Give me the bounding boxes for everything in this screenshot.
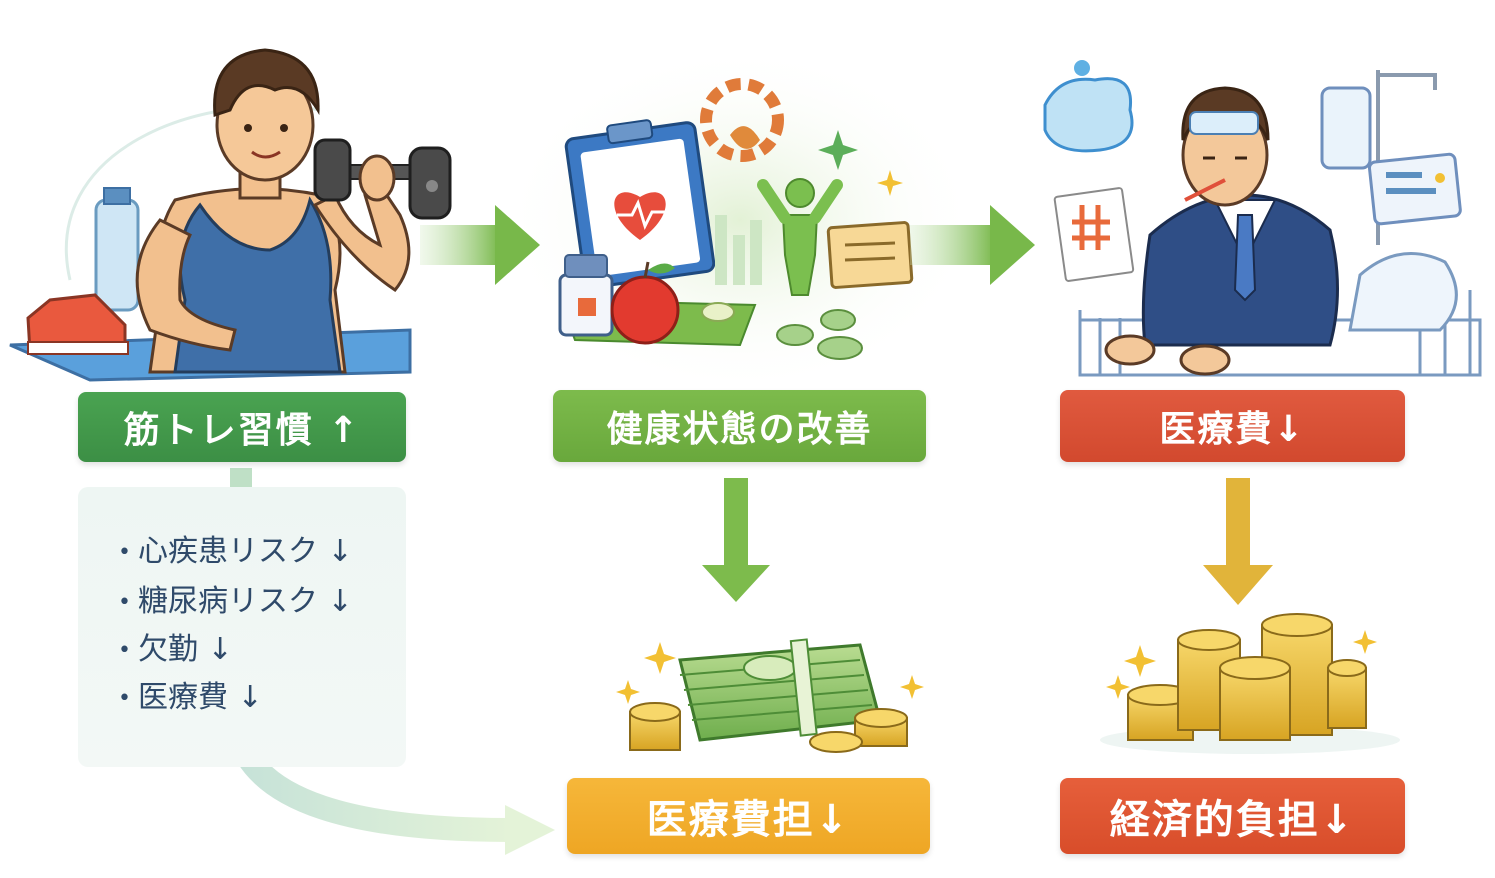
- arrow-right-2: [910, 205, 1035, 285]
- medical-burden-label: 医療費担↓: [567, 778, 930, 854]
- cash-and-coins-icon: [616, 638, 924, 753]
- arrow-down-gold: [1203, 478, 1273, 605]
- arrow-down-green: [702, 478, 770, 602]
- health-label: 健康状態の改善: [553, 390, 926, 462]
- economic-burden-label: 経済的負担↓: [1060, 778, 1405, 854]
- health-improvement-icons: [558, 78, 914, 360]
- man-lifting-dumbbell-icon: [9, 48, 452, 382]
- coin-stacks-icon: [1100, 613, 1400, 754]
- list-item: 心疾患リスク ↓: [118, 526, 353, 570]
- list-item: 医療費 ↓: [118, 672, 263, 716]
- medical-cost-label: 医療費↓: [1060, 390, 1405, 462]
- arrow-right-1: [420, 205, 540, 285]
- sick-man-in-hospital-bed-icon: [1043, 60, 1482, 377]
- list-item: 糖尿病リスク ↓: [118, 576, 353, 620]
- habit-label: 筋トレ習慣 ↑: [78, 392, 406, 462]
- list-item: 欠勤 ↓: [118, 624, 233, 668]
